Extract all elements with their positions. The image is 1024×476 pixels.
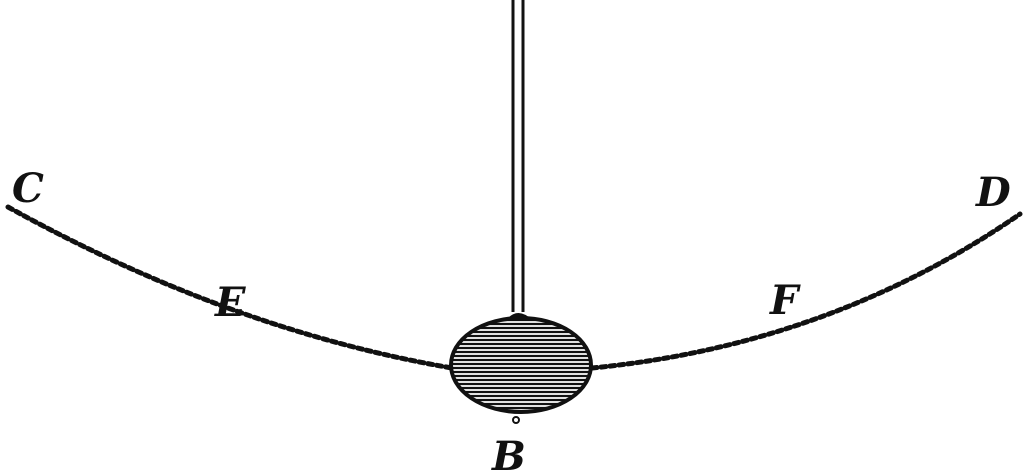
label-d: D xyxy=(975,169,1011,216)
label-f: F xyxy=(769,277,801,324)
label-b: B xyxy=(491,433,526,476)
pendulum-rod xyxy=(511,0,525,312)
label-e: E xyxy=(214,279,246,326)
swing-arc-left xyxy=(5,204,455,371)
swing-arc-right xyxy=(589,211,1023,371)
label-c: C xyxy=(12,165,44,212)
pendulum-bob xyxy=(449,316,593,414)
bob-bottom-point xyxy=(512,416,520,424)
